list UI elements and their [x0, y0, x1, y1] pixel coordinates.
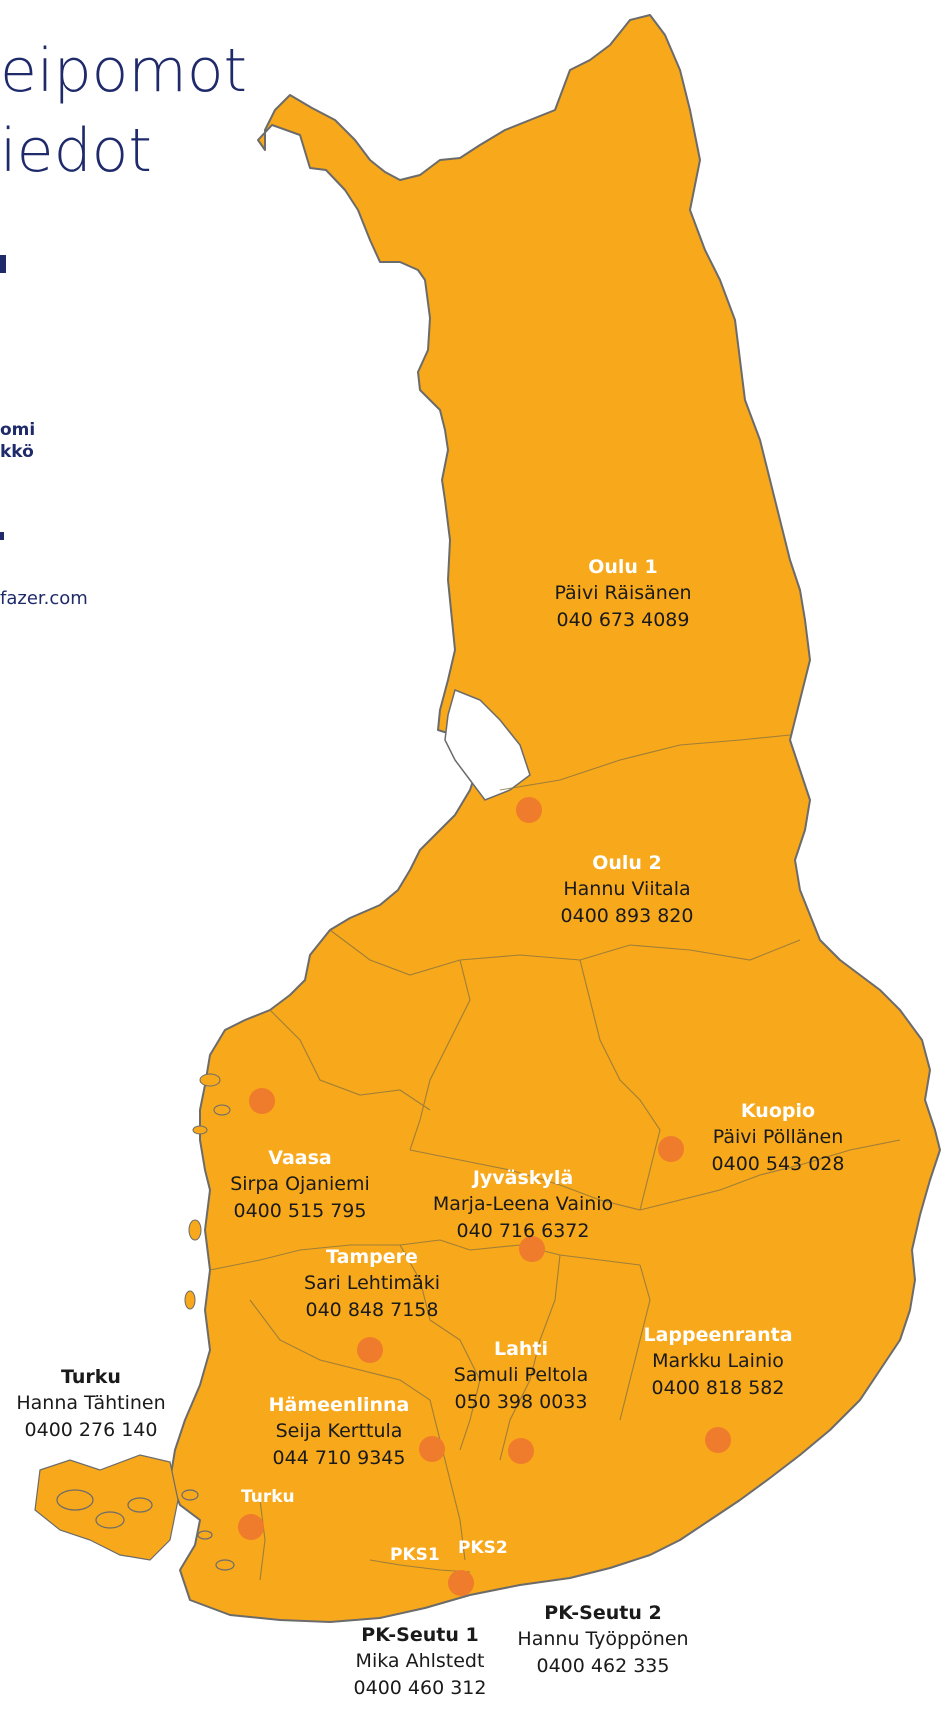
region-vaasa: Vaasa Sirpa Ojaniemi 0400 515 795 [230, 1145, 370, 1225]
region-phone: 0400 893 820 [560, 905, 694, 927]
region-name: PK-Seutu 1 [361, 1624, 479, 1646]
marker-helsinki [448, 1570, 474, 1596]
region-jyvaskyla: Jyväskylä Marja-Leena Vainio 040 716 637… [433, 1165, 613, 1245]
region-phone: 0400 462 335 [536, 1655, 670, 1677]
region-contact: Sari Lehtimäki [304, 1272, 440, 1294]
west-coast-islands [184, 1073, 231, 1310]
region-phone: 0400 276 140 [24, 1419, 158, 1441]
marker-kuopio [658, 1136, 684, 1162]
region-contact: Seija Kerttula [275, 1420, 403, 1442]
sidebar-fragment-dot [0, 532, 4, 540]
region-contact: Päivi Räisänen [554, 582, 692, 604]
marker-jyvaskyla [519, 1236, 545, 1262]
region-pk-seutu-2: PK-Seutu 2 Hannu Työppönen 0400 462 335 [517, 1600, 688, 1680]
region-phone: 050 398 0033 [454, 1391, 588, 1413]
region-phone: 0400 460 312 [353, 1677, 487, 1699]
region-contact: Päivi Pöllänen [712, 1126, 844, 1148]
marker-tampere [357, 1337, 383, 1363]
region-name: Lahti [493, 1338, 549, 1360]
bothnian-bay-inlet [444, 688, 531, 801]
marker-vaasa [249, 1088, 275, 1114]
region-tampere: Tampere Sari Lehtimäki 040 848 7158 [304, 1244, 440, 1324]
region-pk-seutu-1: PK-Seutu 1 Mika Ahlstedt 0400 460 312 [354, 1622, 487, 1702]
archipelago [34, 1454, 235, 1571]
region-turku-outside: Turku Hanna Tähtinen 0400 276 140 [16, 1364, 165, 1444]
sidebar-email-fragment: fazer.com [0, 588, 88, 609]
region-contact: Markku Lainio [652, 1350, 784, 1372]
region-phone: 040 673 4089 [556, 609, 690, 631]
region-phone: 0400 818 582 [651, 1377, 785, 1399]
location-markers [238, 797, 731, 1596]
finland-landmass [169, 14, 941, 1623]
region-name: Hämeenlinna [268, 1394, 410, 1416]
region-phone: 0400 543 028 [711, 1153, 845, 1175]
region-phone: 040 848 7158 [305, 1299, 439, 1321]
region-name: Tampere [326, 1246, 418, 1268]
region-name: PK-Seutu 2 [544, 1602, 662, 1624]
region-name: Turku [61, 1366, 121, 1388]
map-tag-pks1: PKS1 [390, 1545, 440, 1565]
region-contact: Marja-Leena Vainio [432, 1193, 614, 1215]
region-lappeenranta: Lappeenranta Markku Lainio 0400 818 582 [643, 1322, 792, 1402]
region-name: Kuopio [740, 1100, 816, 1122]
marker-turku [238, 1514, 264, 1540]
region-hameenlinna: Hämeenlinna Seija Kerttula 044 710 9345 [269, 1392, 410, 1472]
region-kuopio: Kuopio Päivi Pöllänen 0400 543 028 [712, 1098, 845, 1178]
region-contact: Sirpa Ojaniemi [230, 1173, 370, 1195]
region-contact: Hanna Tähtinen [16, 1392, 166, 1414]
region-borders [209, 734, 901, 1581]
region-contact: Samuli Peltola [453, 1364, 589, 1386]
page-title-line-1: eipomot [0, 36, 248, 106]
map-tag-turku: Turku [241, 1487, 295, 1507]
region-phone: 044 710 9345 [272, 1447, 406, 1469]
sidebar-bold-line-2: kkö [0, 442, 34, 462]
region-phone: 0400 515 795 [233, 1200, 367, 1222]
region-name: Oulu 1 [588, 556, 658, 578]
marker-oulu [516, 797, 542, 823]
region-oulu2: Oulu 2 Hannu Viitala 0400 893 820 [561, 850, 694, 930]
region-name: Jyväskylä [472, 1167, 574, 1189]
region-name: Lappeenranta [643, 1324, 793, 1346]
sidebar-decor-fragment [0, 255, 6, 273]
region-lahti: Lahti Samuli Peltola 050 398 0033 [454, 1336, 589, 1416]
region-contact: Mika Ahlstedt [355, 1650, 485, 1672]
marker-lahti [508, 1438, 534, 1464]
marker-hameenlinna [419, 1436, 445, 1462]
region-name: Oulu 2 [592, 852, 662, 874]
region-phone: 040 716 6372 [456, 1220, 590, 1242]
region-contact: Hannu Työppönen [517, 1628, 689, 1650]
region-oulu1: Oulu 1 Päivi Räisänen 040 673 4089 [554, 554, 691, 634]
page-title-line-2: iedot [0, 116, 152, 186]
marker-lappeenranta [705, 1427, 731, 1453]
map-tag-pks2: PKS2 [458, 1538, 508, 1558]
region-name: Vaasa [268, 1147, 332, 1169]
region-contact: Hannu Viitala [563, 878, 691, 900]
sidebar-bold-line-1: omi [0, 420, 36, 440]
